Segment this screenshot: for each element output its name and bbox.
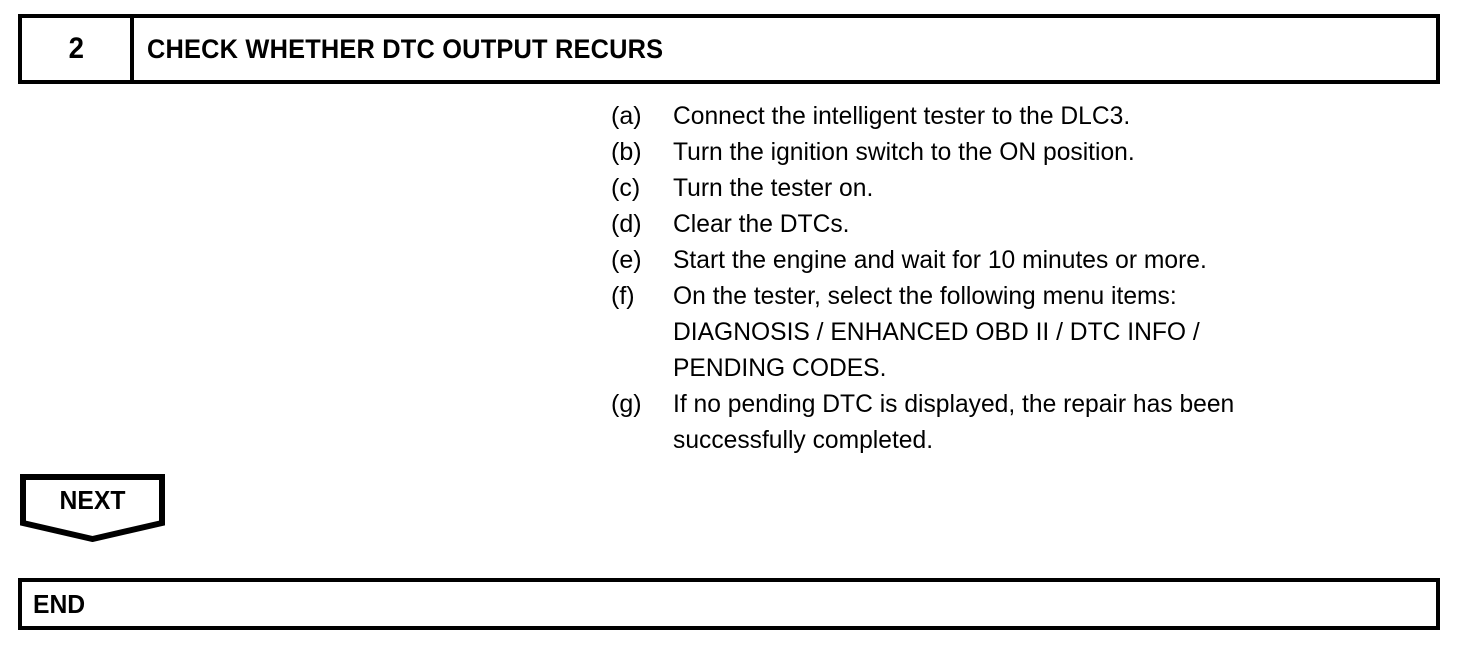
procedure-marker: (d) xyxy=(611,210,642,238)
procedure-marker: (f) xyxy=(611,282,635,310)
procedure-text: On the tester, select the following menu… xyxy=(673,282,1177,310)
next-banner: NEXT xyxy=(20,474,165,542)
procedure-list: (a) Connect the intelligent tester to th… xyxy=(611,98,1411,458)
procedure-item-b: (b) Turn the ignition switch to the ON p… xyxy=(611,134,1411,170)
procedure-item-a: (a) Connect the intelligent tester to th… xyxy=(611,98,1411,134)
procedure-text: Clear the DTCs. xyxy=(673,210,850,238)
procedure-text: successfully completed. xyxy=(673,426,934,454)
procedure-marker: (a) xyxy=(611,102,642,130)
procedure-item-d: (d) Clear the DTCs. xyxy=(611,206,1411,242)
procedure-text: Connect the intelligent tester to the DL… xyxy=(673,102,1131,130)
step-number: 2 xyxy=(68,32,84,65)
procedure-text: Turn the ignition switch to the ON posit… xyxy=(673,138,1135,166)
step-title: CHECK WHETHER DTC OUTPUT RECURS xyxy=(147,33,664,64)
procedure-marker: (g) xyxy=(611,390,642,418)
procedure-text: If no pending DTC is displayed, the repa… xyxy=(673,390,1235,418)
procedure-marker: (e) xyxy=(611,246,642,274)
procedure-item-f-menu-path-line2: PENDING CODES. xyxy=(611,350,1411,386)
procedure-item-g-line2: successfully completed. xyxy=(611,422,1411,458)
next-label: NEXT xyxy=(59,484,126,515)
step-header-box: 2 CHECK WHETHER DTC OUTPUT RECURS xyxy=(18,14,1440,84)
end-label: END xyxy=(33,589,86,619)
procedure-item-e: (e) Start the engine and wait for 10 min… xyxy=(611,242,1411,278)
procedure-item-g: (g) If no pending DTC is displayed, the … xyxy=(611,386,1411,422)
end-box: END xyxy=(18,578,1440,630)
procedure-item-f: (f) On the tester, select the following … xyxy=(611,278,1411,314)
procedure-text: Turn the tester on. xyxy=(673,174,874,202)
step-title-cell: CHECK WHETHER DTC OUTPUT RECURS xyxy=(134,18,1436,80)
step-number-cell: 2 xyxy=(22,18,134,80)
procedure-marker: (b) xyxy=(611,138,642,166)
procedure-text: DIAGNOSIS / ENHANCED OBD II / DTC INFO / xyxy=(673,318,1200,346)
procedure-text: Start the engine and wait for 10 minutes… xyxy=(673,246,1207,274)
procedure-item-f-menu-path-line1: DIAGNOSIS / ENHANCED OBD II / DTC INFO / xyxy=(611,314,1411,350)
procedure-item-c: (c) Turn the tester on. xyxy=(611,170,1411,206)
procedure-marker: (c) xyxy=(611,174,641,202)
next-arrow-shape xyxy=(20,474,165,542)
procedure-text: PENDING CODES. xyxy=(673,354,887,382)
